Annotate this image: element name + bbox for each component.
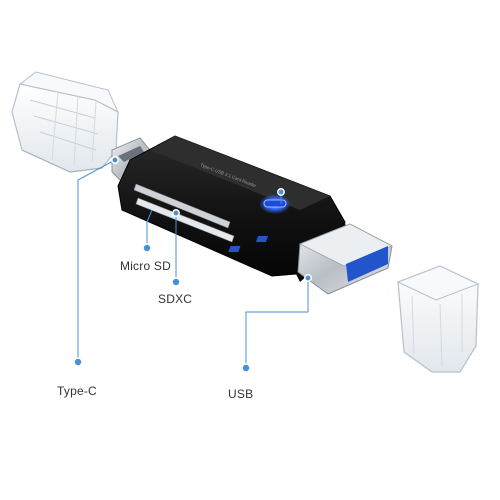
label-usb: USB: [228, 387, 254, 401]
callout-dot-sdxc: [171, 277, 181, 287]
callout-dot-usb-origin: [304, 274, 312, 282]
usb-connector: [228, 223, 393, 295]
callout-dot-usb: [241, 363, 251, 373]
usb-cap: [396, 265, 480, 373]
callout-lines: [77, 159, 309, 368]
micro-sd-slot: [133, 183, 231, 229]
label-sdxc: SDXC: [158, 292, 193, 306]
callout-dot-type-c-origin: [111, 156, 119, 164]
callout-dot-micro-sd: [142, 243, 152, 253]
label-type-c: Type-C: [57, 384, 97, 398]
label-micro-sd: Micro SD: [120, 259, 171, 273]
reader-body: Type-C USB 3.1 Card Reader: [117, 135, 348, 282]
callout-dot-type-c: [73, 357, 83, 367]
callout-dots: [73, 156, 312, 373]
callout-dot-sdxc-origin: [172, 209, 180, 217]
callout-line-usb: [245, 278, 309, 368]
sdxc-slot: [135, 197, 235, 243]
callout-dot-led: [277, 188, 285, 196]
callout-line-type-c: [77, 159, 116, 362]
callout-line-micro-sd: [146, 209, 153, 248]
type-c-cap: [11, 71, 120, 173]
